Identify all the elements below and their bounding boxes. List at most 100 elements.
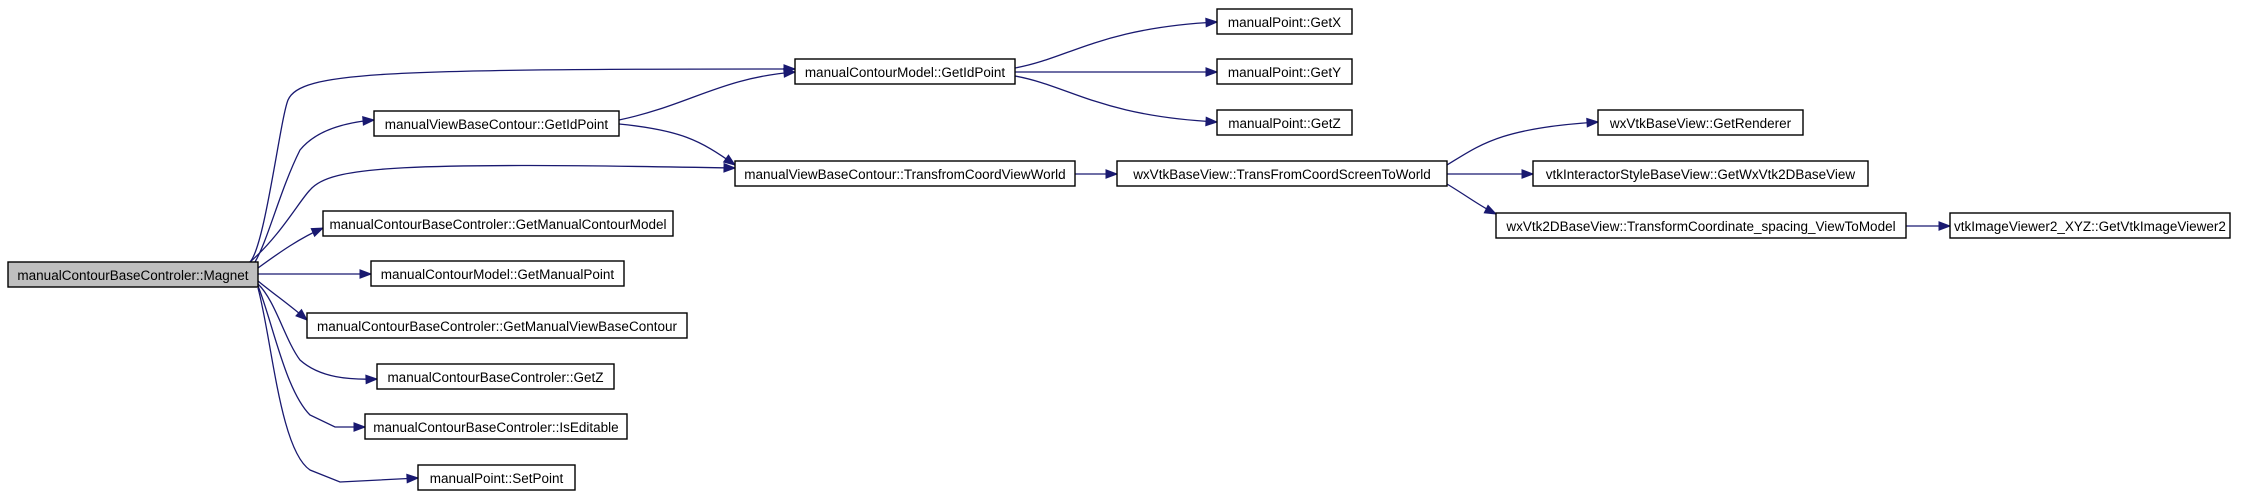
nodes-layer: manualContourBaseControler::Magnetmanual… [7, 8, 2231, 491]
node-box [1216, 109, 1353, 136]
node-label: manualPoint::GetZ [1228, 116, 1341, 131]
edge-line [1446, 121, 1599, 166]
node-box [1597, 109, 1804, 136]
node-label: manualPoint::GetY [1228, 65, 1341, 80]
edge-transfrom-view-to-transfrom-screen [1075, 169, 1119, 179]
edge-transfrom-screen-to-getwxvtk2d [1447, 169, 1535, 179]
arrowhead-icon [1105, 169, 1119, 179]
edge-transformcoord-to-getvtkimageviewer2 [1906, 221, 1952, 231]
node-label: manualPoint::SetPoint [430, 471, 564, 486]
node-getmanualpoint[interactable]: manualContourModel::GetManualPoint [370, 260, 625, 287]
edge-root-to-transfrom-view [249, 162, 737, 263]
edge-root-to-iseditable [257, 285, 367, 432]
node-box [364, 413, 628, 440]
arrowhead-icon [1521, 169, 1535, 179]
node-box [373, 110, 620, 137]
node-label: vtkImageViewer2_XYZ::GetVtkImageViewer2 [1954, 219, 2226, 234]
edge-root-to-setpoint [257, 287, 420, 484]
edge-root-to-getz-ctrl [257, 283, 379, 385]
edge-root-to-getmanualpoint [258, 269, 373, 279]
edge-getidpoint-model-to-gety [1015, 67, 1219, 77]
arrowhead-icon [359, 269, 373, 279]
node-label: manualContourBaseControler::IsEditable [373, 420, 618, 435]
node-getvtkimageviewer2[interactable]: vtkImageViewer2_XYZ::GetVtkImageViewer2 [1949, 212, 2231, 239]
arrowhead-icon [1586, 117, 1600, 128]
edge-line [257, 287, 419, 483]
node-label: manualContourModel::GetIdPoint [805, 65, 1006, 80]
edge-root-to-getidpoint-view [254, 116, 376, 263]
node-label: manualContourModel::GetManualPoint [381, 267, 615, 282]
node-box [1216, 8, 1353, 35]
edge-line [618, 71, 796, 121]
arrowhead-icon [1205, 67, 1219, 77]
edge-line [249, 164, 736, 263]
arrowhead-icon [310, 227, 325, 238]
arrowhead-icon [295, 308, 309, 321]
node-label: manualContourBaseControler::GetZ [387, 370, 603, 385]
node-box [322, 210, 674, 237]
edge-line [257, 285, 365, 428]
edge-getidpoint-model-to-getz-point [1014, 75, 1219, 127]
arrowhead-icon [783, 68, 797, 78]
node-box [1116, 160, 1448, 187]
node-label: manualViewBaseContour::TransfromCoordVie… [744, 167, 1065, 182]
node-iseditable[interactable]: manualContourBaseControler::IsEditable [364, 413, 628, 440]
edge-line [618, 123, 736, 166]
arrowhead-icon [362, 116, 376, 126]
node-transfrom-screen[interactable]: wxVtkBaseView::TransFromCoordScreenToWor… [1116, 160, 1448, 187]
arrowhead-icon [723, 162, 737, 173]
node-label: manualContourBaseControler::GetManualCon… [330, 217, 667, 232]
node-box [376, 363, 615, 390]
edge-getidpoint-view-to-transfrom-view [618, 123, 737, 166]
node-getz-point[interactable]: manualPoint::GetZ [1216, 109, 1353, 136]
node-label: vtkInteractorStyleBaseView::GetWxVtk2DBa… [1546, 167, 1856, 182]
edge-line [257, 283, 378, 380]
node-box [794, 58, 1016, 85]
arrowhead-icon [1483, 204, 1498, 215]
node-box [1216, 58, 1353, 85]
node-box [1532, 160, 1869, 187]
node-transformcoord[interactable]: wxVtk2DBaseView::TransformCoordinate_spa… [1495, 212, 1907, 239]
arrowhead-icon [1938, 221, 1952, 231]
node-gety[interactable]: manualPoint::GetY [1216, 58, 1353, 85]
arrowhead-icon [1205, 116, 1219, 127]
edge-getidpoint-view-to-getidpoint-model [618, 68, 797, 121]
node-getmanualviewbasecontour[interactable]: manualContourBaseControler::GetManualVie… [306, 312, 688, 339]
edge-root-to-getmanualviewbasecontour [257, 280, 309, 321]
node-getidpoint-view[interactable]: manualViewBaseContour::GetIdPoint [373, 110, 620, 137]
node-setpoint[interactable]: manualPoint::SetPoint [417, 464, 576, 491]
edges-layer [249, 17, 1952, 484]
node-label: manualContourBaseControler::GetManualVie… [317, 319, 677, 334]
arrowhead-icon [722, 154, 737, 166]
edge-transfrom-screen-to-transformcoord [1446, 183, 1498, 215]
node-getrenderer[interactable]: wxVtkBaseView::GetRenderer [1597, 109, 1804, 136]
arrowhead-icon [406, 473, 420, 484]
node-getmanualcontourmodel[interactable]: manualContourBaseControler::GetManualCon… [322, 210, 674, 237]
node-label: manualContourBaseControler::Magnet [17, 268, 248, 283]
node-getwxvtk2d[interactable]: vtkInteractorStyleBaseView::GetWxVtk2DBa… [1532, 160, 1869, 187]
node-label: wxVtkBaseView::TransFromCoordScreenToWor… [1132, 167, 1431, 182]
node-box [734, 160, 1076, 187]
edge-line [1014, 75, 1218, 123]
node-getidpoint-model[interactable]: manualContourModel::GetIdPoint [794, 58, 1016, 85]
node-box [417, 464, 576, 491]
node-box [1949, 212, 2231, 239]
edge-line [1014, 21, 1218, 69]
arrowhead-icon [1205, 17, 1219, 28]
node-box [7, 261, 259, 288]
node-label: manualPoint::GetX [1228, 15, 1341, 30]
node-transfrom-view[interactable]: manualViewBaseContour::TransfromCoordVie… [734, 160, 1076, 187]
node-box [1495, 212, 1907, 239]
node-box [306, 312, 688, 339]
edge-line [249, 68, 796, 263]
node-getx[interactable]: manualPoint::GetX [1216, 8, 1353, 35]
arrowhead-icon [365, 374, 379, 385]
root-node[interactable]: manualContourBaseControler::Magnet [7, 261, 259, 288]
edge-getidpoint-model-to-getx [1014, 17, 1219, 69]
node-getz-ctrl[interactable]: manualContourBaseControler::GetZ [376, 363, 615, 390]
node-label: manualViewBaseContour::GetIdPoint [385, 117, 609, 132]
node-box [370, 260, 625, 287]
edge-root-to-getmanualcontourmodel [257, 227, 325, 269]
arrowhead-icon [353, 422, 367, 432]
